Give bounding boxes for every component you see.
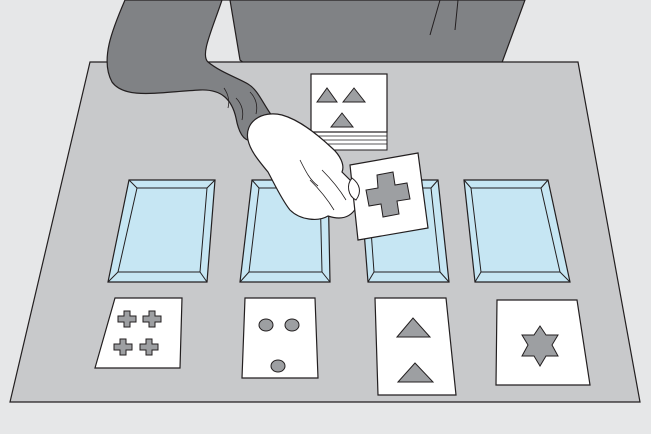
circle-icon (285, 319, 299, 331)
circle-icon (259, 319, 273, 331)
held-card[interactable] (349, 153, 428, 240)
reference-card-circles[interactable] (242, 298, 318, 378)
circle-icon (271, 360, 285, 372)
reference-card-star[interactable] (496, 300, 590, 385)
reference-card-triangles[interactable] (375, 298, 456, 395)
